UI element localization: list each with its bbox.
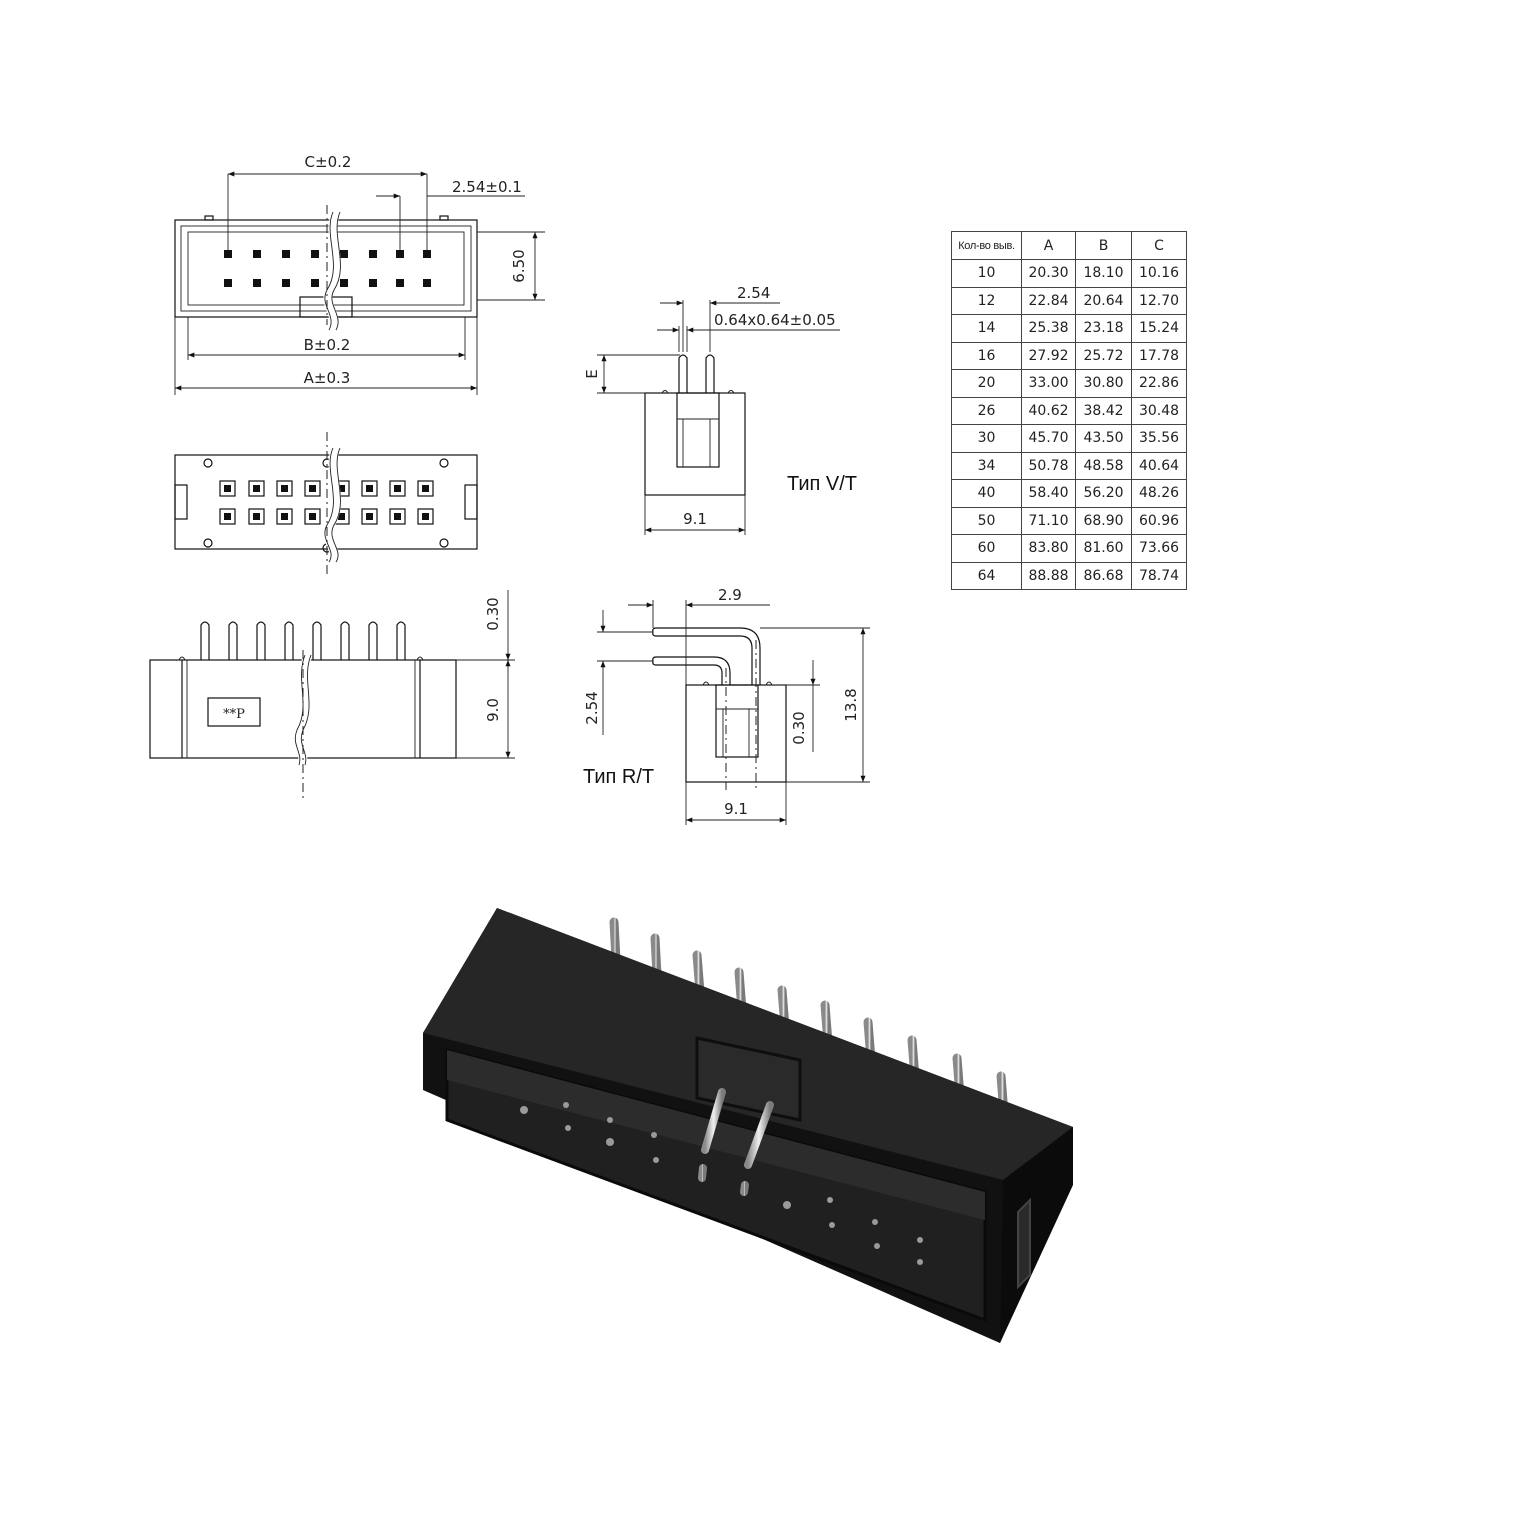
table-cell: 14: [951, 314, 1022, 343]
table-cell: 45.70: [1021, 424, 1076, 453]
rt-dim-offset: 2.9: [718, 586, 742, 604]
table-cell: 35.56: [1131, 424, 1187, 453]
table-cell: 30.48: [1131, 396, 1187, 425]
header-pin-count: Кол-во выв.: [951, 231, 1022, 260]
table-cell: 34: [951, 451, 1022, 480]
dim-body-height: 9.0: [484, 698, 502, 722]
header-c: C: [1131, 231, 1187, 260]
bottom-view-pads: [219, 480, 434, 525]
table-cell: 48.26: [1131, 479, 1187, 508]
rt-view: 2.9 2.54 13.8 0.30 9.1 Тип R/T: [583, 586, 870, 825]
table-cell: 10: [951, 259, 1022, 288]
table-cell: 48.58: [1075, 451, 1132, 480]
dim-pin-top: 0.30: [484, 597, 502, 630]
table-cell: 43.50: [1075, 424, 1132, 453]
table-cell: 71.10: [1021, 506, 1076, 535]
table-cell: 40.64: [1131, 451, 1187, 480]
table-cell: 40: [951, 479, 1022, 508]
table-cell: 26: [951, 396, 1022, 425]
table-cell: 17.78: [1131, 341, 1187, 370]
table-cell: 27.92: [1021, 341, 1076, 370]
table-header-row: Кол-во выв. A B C: [951, 231, 1187, 260]
table-cell: 50: [951, 506, 1022, 535]
table-cell: 81.60: [1075, 534, 1132, 563]
table-cell: 25.72: [1075, 341, 1132, 370]
table-cell: 88.88: [1021, 561, 1076, 590]
table-cell: 38.42: [1075, 396, 1132, 425]
table-cell: 22.86: [1131, 369, 1187, 398]
vt-dim-pin: 0.64x0.64±0.05: [714, 311, 836, 329]
dim-height: 6.50: [510, 249, 528, 282]
rt-type-label: Тип R/T: [583, 766, 654, 788]
vt-view: 2.54 0.64x0.64±0.05 E 9.1 Тип V/T: [583, 284, 857, 535]
dim-b: B±0.2: [304, 336, 351, 354]
rt-dim-width: 9.1: [724, 800, 748, 818]
table-cell: 40.62: [1021, 396, 1076, 425]
connector-photo: [423, 908, 1073, 1343]
table-cell: 86.68: [1075, 561, 1132, 590]
table-cell: 50.78: [1021, 451, 1076, 480]
header-a: A: [1021, 231, 1076, 260]
table-cell: 56.20: [1075, 479, 1132, 508]
side-view: **P 0.30 9.0: [149, 590, 515, 800]
table-cell: 20.64: [1075, 286, 1132, 315]
table-cell: 23.18: [1075, 314, 1132, 343]
top-view: C±0.2 2.54±0.1 6.50 B±0.2 A±0.3: [174, 153, 545, 395]
table-cell: 83.80: [1021, 534, 1076, 563]
table-cell: 64: [951, 561, 1022, 590]
table-cell: 33.00: [1021, 369, 1076, 398]
rt-dim-height: 13.8: [842, 688, 860, 721]
dim-c: C±0.2: [305, 153, 352, 171]
side-view-pins: [200, 621, 406, 660]
table-cell: 20.30: [1021, 259, 1076, 288]
table-cell: 25.38: [1021, 314, 1076, 343]
table-cell: 18.10: [1075, 259, 1132, 288]
table-cell: 22.84: [1021, 286, 1076, 315]
marking-label: **P: [223, 707, 245, 722]
table-cell: 15.24: [1131, 314, 1187, 343]
table-cell: 68.90: [1075, 506, 1132, 535]
table-cell: 30.80: [1075, 369, 1132, 398]
dim-pitch: 2.54±0.1: [452, 178, 522, 196]
table-cell: 78.74: [1131, 561, 1187, 590]
table-cell: 30: [951, 424, 1022, 453]
rt-dim-gap: 0.30: [790, 711, 808, 744]
vt-dim-e: E: [583, 369, 601, 378]
table-cell: 12: [951, 286, 1022, 315]
table-cell: 12.70: [1131, 286, 1187, 315]
vt-dim-pitch: 2.54: [737, 284, 770, 302]
bottom-view: [174, 432, 478, 578]
table-cell: 10.16: [1131, 259, 1187, 288]
table-cell: 20: [951, 369, 1022, 398]
table-cell: 60.96: [1131, 506, 1187, 535]
table-cell: 60: [951, 534, 1022, 563]
vt-dim-width: 9.1: [683, 510, 707, 528]
table-cell: 58.40: [1021, 479, 1076, 508]
vt-type-label: Тип V/T: [787, 473, 857, 495]
header-b: B: [1075, 231, 1132, 260]
table-cell: 16: [951, 341, 1022, 370]
rt-dim-pitch: 2.54: [583, 691, 601, 724]
table-cell: 73.66: [1131, 534, 1187, 563]
dim-a: A±0.3: [304, 369, 351, 387]
top-view-pins: [224, 250, 431, 287]
